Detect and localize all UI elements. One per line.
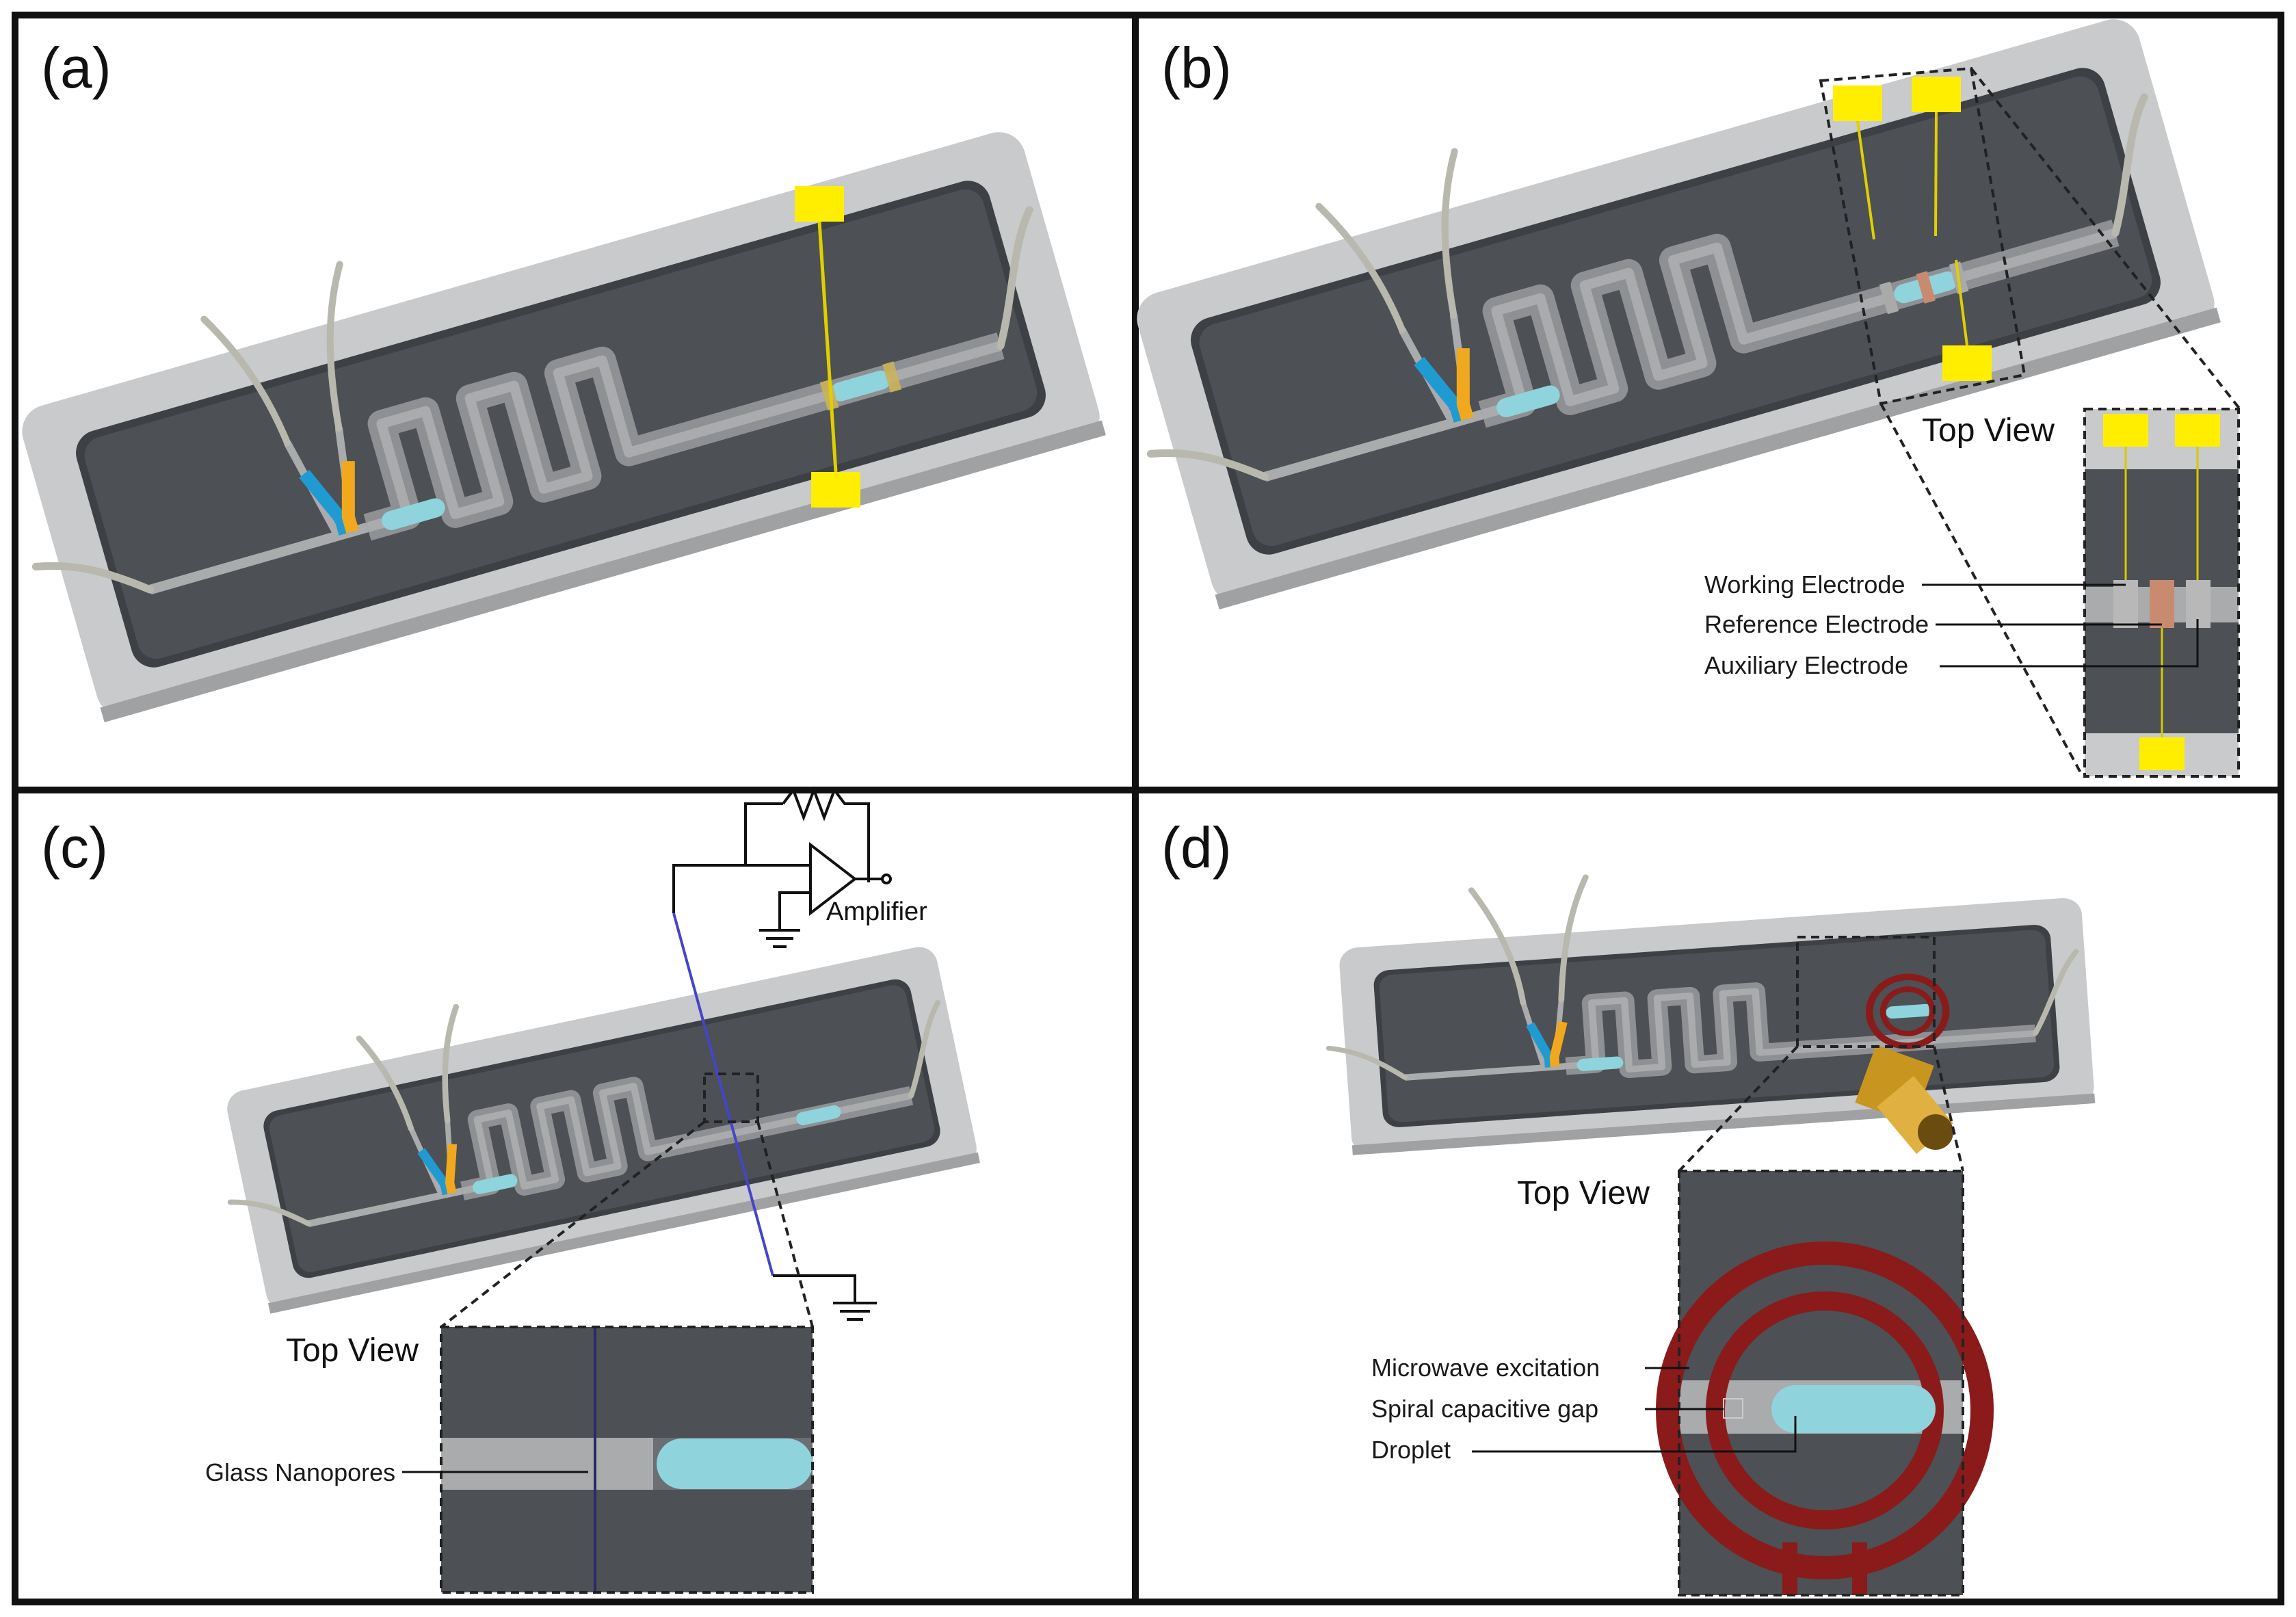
zoom-region-b <box>1819 66 2027 406</box>
microwave-excitation-label: Microwave excitation <box>1371 1354 1600 1382</box>
chip-a <box>0 75 1106 729</box>
panel-d: (d) Top View <box>1161 815 2095 1596</box>
working-electrode-label: Working Electrode <box>1704 570 1905 599</box>
chip-d <box>1318 874 2095 1156</box>
reference-electrode-label: Reference Electrode <box>1704 610 1929 638</box>
annotations-d: Microwave excitation Spiral capacitive g… <box>1371 1354 1797 1464</box>
electrode-pads-b <box>1833 77 1992 381</box>
sma-connector <box>1855 1044 1953 1154</box>
annotations-b: Working Electrode Reference Electrode Au… <box>1704 570 2199 679</box>
panel-c-label: (c) <box>41 815 108 880</box>
glass-nanopores-label: Glass Nanopores <box>205 1458 395 1486</box>
spiral-capacitive-gap-label: Spiral capacitive gap <box>1371 1395 1598 1423</box>
top-view-inset-c <box>440 1326 814 1594</box>
amplifier-circuit <box>672 786 892 1321</box>
panel-b-label: (b) <box>1161 36 1232 100</box>
top-view-inset-d <box>1656 1170 1994 1596</box>
panel-b: (b) Top View <box>1094 0 2241 778</box>
droplet-label: Droplet <box>1371 1436 1451 1464</box>
top-view-label-b: Top View <box>1922 412 2055 449</box>
zoom-region-c <box>703 1073 759 1123</box>
amplifier-label: Amplifier <box>826 897 927 926</box>
panel-frames <box>12 12 2284 1605</box>
panel-d-label: (d) <box>1161 815 1232 880</box>
chip-c <box>200 907 980 1317</box>
top-view-label-d: Top View <box>1517 1175 1650 1211</box>
chip-b <box>1094 0 2221 616</box>
panel-a-label: (a) <box>41 36 111 100</box>
top-view-inset-b <box>2083 408 2240 778</box>
electrode-pads-a <box>795 186 860 508</box>
zoom-region-d <box>1796 936 1936 1048</box>
auxiliary-electrode-label: Auxiliary Electrode <box>1704 651 1908 679</box>
nanopore-wire <box>672 912 774 1276</box>
panel-c: (c) Amplifier <box>41 786 980 1594</box>
top-view-label-c: Top View <box>286 1332 419 1369</box>
panel-a: (a) <box>0 36 1106 728</box>
